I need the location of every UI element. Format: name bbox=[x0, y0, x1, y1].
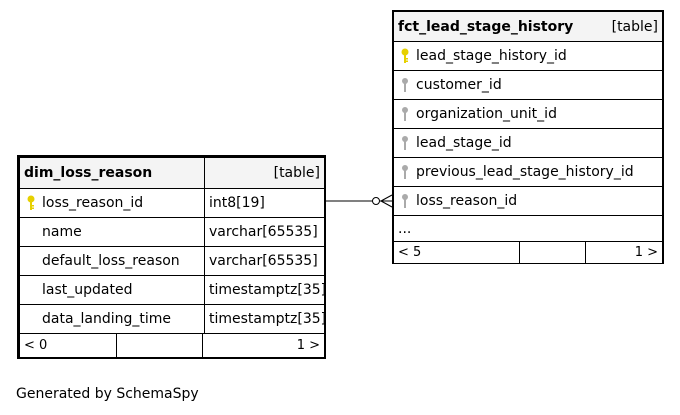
column-name: organization_unit_id bbox=[416, 106, 557, 122]
column-name: last_updated bbox=[42, 282, 133, 298]
foreign-key-icon bbox=[402, 136, 408, 150]
generated-by-label: Generated by SchemaSpy bbox=[16, 386, 199, 402]
primary-key-icon bbox=[401, 48, 409, 63]
column-row[interactable]: default_loss_reason bbox=[19, 246, 205, 276]
column-row[interactable]: loss_reason_id bbox=[19, 188, 205, 218]
column-row[interactable]: lead_stage_history_id bbox=[393, 41, 663, 71]
column-row[interactable]: organization_unit_id bbox=[393, 99, 663, 129]
column-row[interactable]: previous_lead_stage_history_id bbox=[393, 157, 663, 187]
column-row[interactable]: lead_stage_id bbox=[393, 128, 663, 158]
column-row[interactable]: last_updated bbox=[19, 275, 205, 305]
column-name: previous_lead_stage_history_id bbox=[416, 164, 634, 180]
column-name: loss_reason_id bbox=[42, 195, 144, 211]
column-name: name bbox=[42, 224, 82, 240]
more-columns-ellipsis[interactable]: ... bbox=[393, 215, 663, 242]
foreign-key-icon bbox=[402, 78, 408, 92]
column-type: varchar[65535] bbox=[204, 217, 325, 247]
column-row[interactable]: customer_id bbox=[393, 70, 663, 100]
column-name: lead_stage_history_id bbox=[416, 48, 567, 64]
column-name: customer_id bbox=[416, 77, 502, 93]
table-dim-loss-reason[interactable]: dim_loss_reason [table] loss_reason_id i… bbox=[17, 155, 326, 359]
column-row[interactable]: data_landing_time bbox=[19, 304, 205, 334]
children-count[interactable]: < 5 bbox=[393, 241, 520, 264]
table-kind: [table] bbox=[204, 157, 325, 189]
table-kind: [table] bbox=[585, 11, 663, 42]
parents-count[interactable]: 1 > bbox=[585, 241, 663, 264]
primary-key-icon bbox=[27, 195, 35, 210]
column-type: int8[19] bbox=[204, 188, 325, 218]
table-title[interactable]: dim_loss_reason bbox=[19, 157, 205, 189]
foreign-key-icon bbox=[402, 194, 408, 208]
column-type: timestamptz[35] bbox=[204, 275, 325, 305]
column-name: loss_reason_id bbox=[416, 193, 518, 209]
table-title[interactable]: fct_lead_stage_history bbox=[393, 11, 586, 42]
table-fct-lead-stage-history[interactable]: fct_lead_stage_history [table] lead_stag… bbox=[392, 10, 664, 264]
column-type: varchar[65535] bbox=[204, 246, 325, 276]
column-name: lead_stage_id bbox=[416, 135, 512, 151]
column-name: data_landing_time bbox=[42, 311, 172, 327]
column-row[interactable]: name bbox=[19, 217, 205, 247]
foreign-key-icon bbox=[402, 107, 408, 121]
column-type: timestamptz[35] bbox=[204, 304, 325, 334]
foreign-key-icon bbox=[402, 165, 408, 179]
column-row[interactable]: loss_reason_id bbox=[393, 186, 663, 216]
parents-count[interactable]: 1 > bbox=[296, 338, 320, 353]
column-name: default_loss_reason bbox=[42, 253, 180, 269]
children-count[interactable]: < 0 bbox=[20, 334, 117, 357]
